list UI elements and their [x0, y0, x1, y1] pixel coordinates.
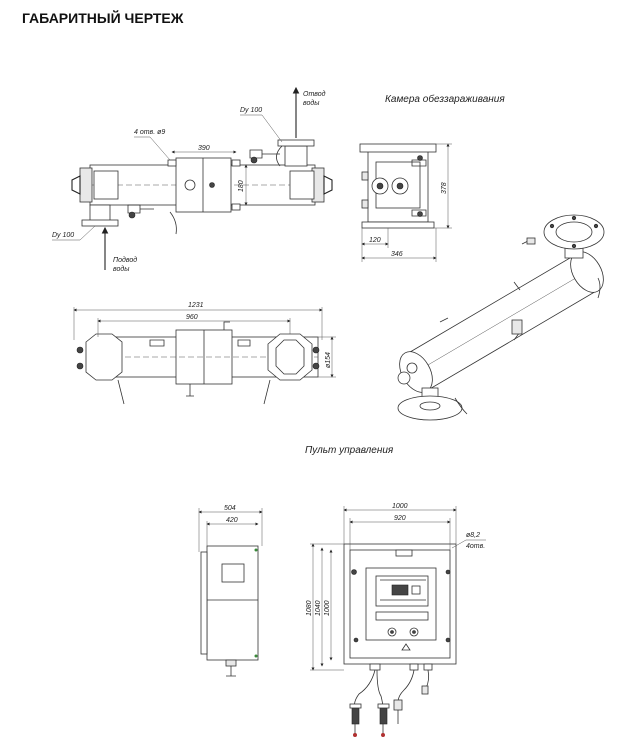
chamber-caption: Камера обеззараживания [385, 93, 505, 105]
panel-caption: Пульт управления [305, 445, 394, 456]
chamber-end-view: 378 120 346 [359, 143, 452, 262]
dim-1040: 1040 [315, 600, 322, 616]
dim-346: 346 [391, 251, 403, 258]
dim-420: 420 [226, 517, 238, 524]
dim-1231: 1231 [188, 302, 204, 309]
panel-holes-label-1: ø8,2 [466, 532, 480, 539]
dim-504: 504 [224, 505, 236, 512]
dim-120: 120 [369, 237, 381, 244]
dim-390: 390 [198, 145, 210, 152]
chamber-isometric-view [397, 214, 605, 421]
outlet-label-1: Отвод [303, 90, 326, 98]
dim-378: 378 [441, 182, 448, 194]
panel-front-view: 1000 920 1080 1040 1000 ø8,2 4отв. [306, 503, 486, 737]
drawing-title: ГАБАРИТНЫЙ ЧЕРТЕЖ [22, 9, 184, 26]
dim-panel-1000-height: 1000 [324, 600, 331, 616]
dim-180: 180 [238, 180, 245, 192]
panel-side-view: 504 420 [198, 505, 263, 677]
dim-panel-1000-width: 1000 [392, 503, 408, 510]
dy-top-label: Dy 100 [240, 107, 262, 114]
chamber-top-view: 1231 960 ø154 [73, 302, 336, 405]
inlet-label-1: Подвод [113, 256, 137, 264]
dim-960: 960 [186, 314, 198, 321]
chamber-side-view: 390 180 4 отв. ø9 Dy 100 Dy 100 Отвод во… [52, 86, 333, 273]
holes-label: 4 отв. ø9 [134, 129, 165, 136]
panel-holes-label-2: 4отв. [466, 543, 485, 550]
outlet-label-2: воды [303, 99, 320, 107]
dim-920: 920 [394, 515, 406, 522]
dim-154: ø154 [325, 352, 332, 368]
inlet-label-2: воды [113, 265, 130, 273]
dim-1080: 1080 [306, 600, 313, 616]
dy-bottom-label: Dy 100 [52, 232, 74, 239]
